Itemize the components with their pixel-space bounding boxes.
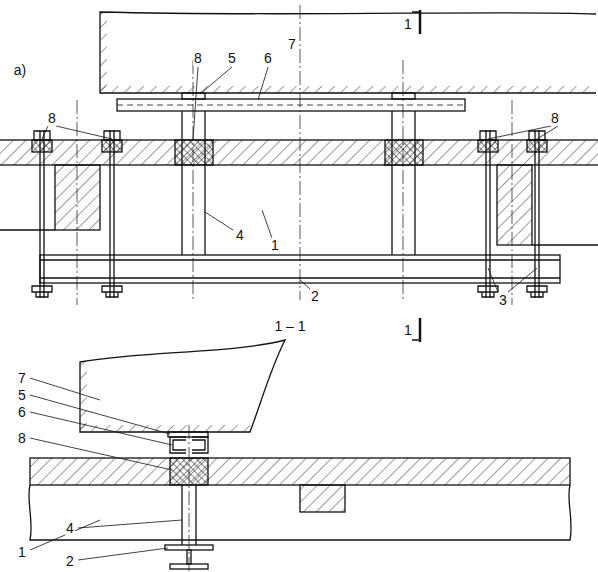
callout-number: 8 (550, 111, 560, 126)
callout-number: 8 (17, 431, 27, 446)
callout-number: 5 (17, 388, 27, 403)
callout-number: 6 (263, 51, 273, 66)
callout-number: 2 (310, 289, 320, 304)
callout-number: 1 – 1 (273, 319, 306, 334)
callout-number: 3 (498, 293, 508, 308)
callout-number: 8 (193, 51, 203, 66)
callout-number: 4 (65, 521, 75, 536)
callout-number: 1 (403, 323, 413, 338)
callout-number: 8 (47, 111, 57, 126)
callout-number: a) (13, 63, 27, 78)
callout-number: 6 (17, 405, 27, 420)
callout-number: 5 (227, 51, 237, 66)
callout-number: 4 (235, 228, 245, 243)
callout-number: 1 (403, 17, 413, 32)
callout-number: 2 (65, 554, 75, 569)
callout-number: 7 (287, 37, 297, 52)
callout-number: 7 (17, 371, 27, 386)
callout-number: 1 (17, 545, 27, 560)
callout-number: 1 (270, 238, 280, 253)
